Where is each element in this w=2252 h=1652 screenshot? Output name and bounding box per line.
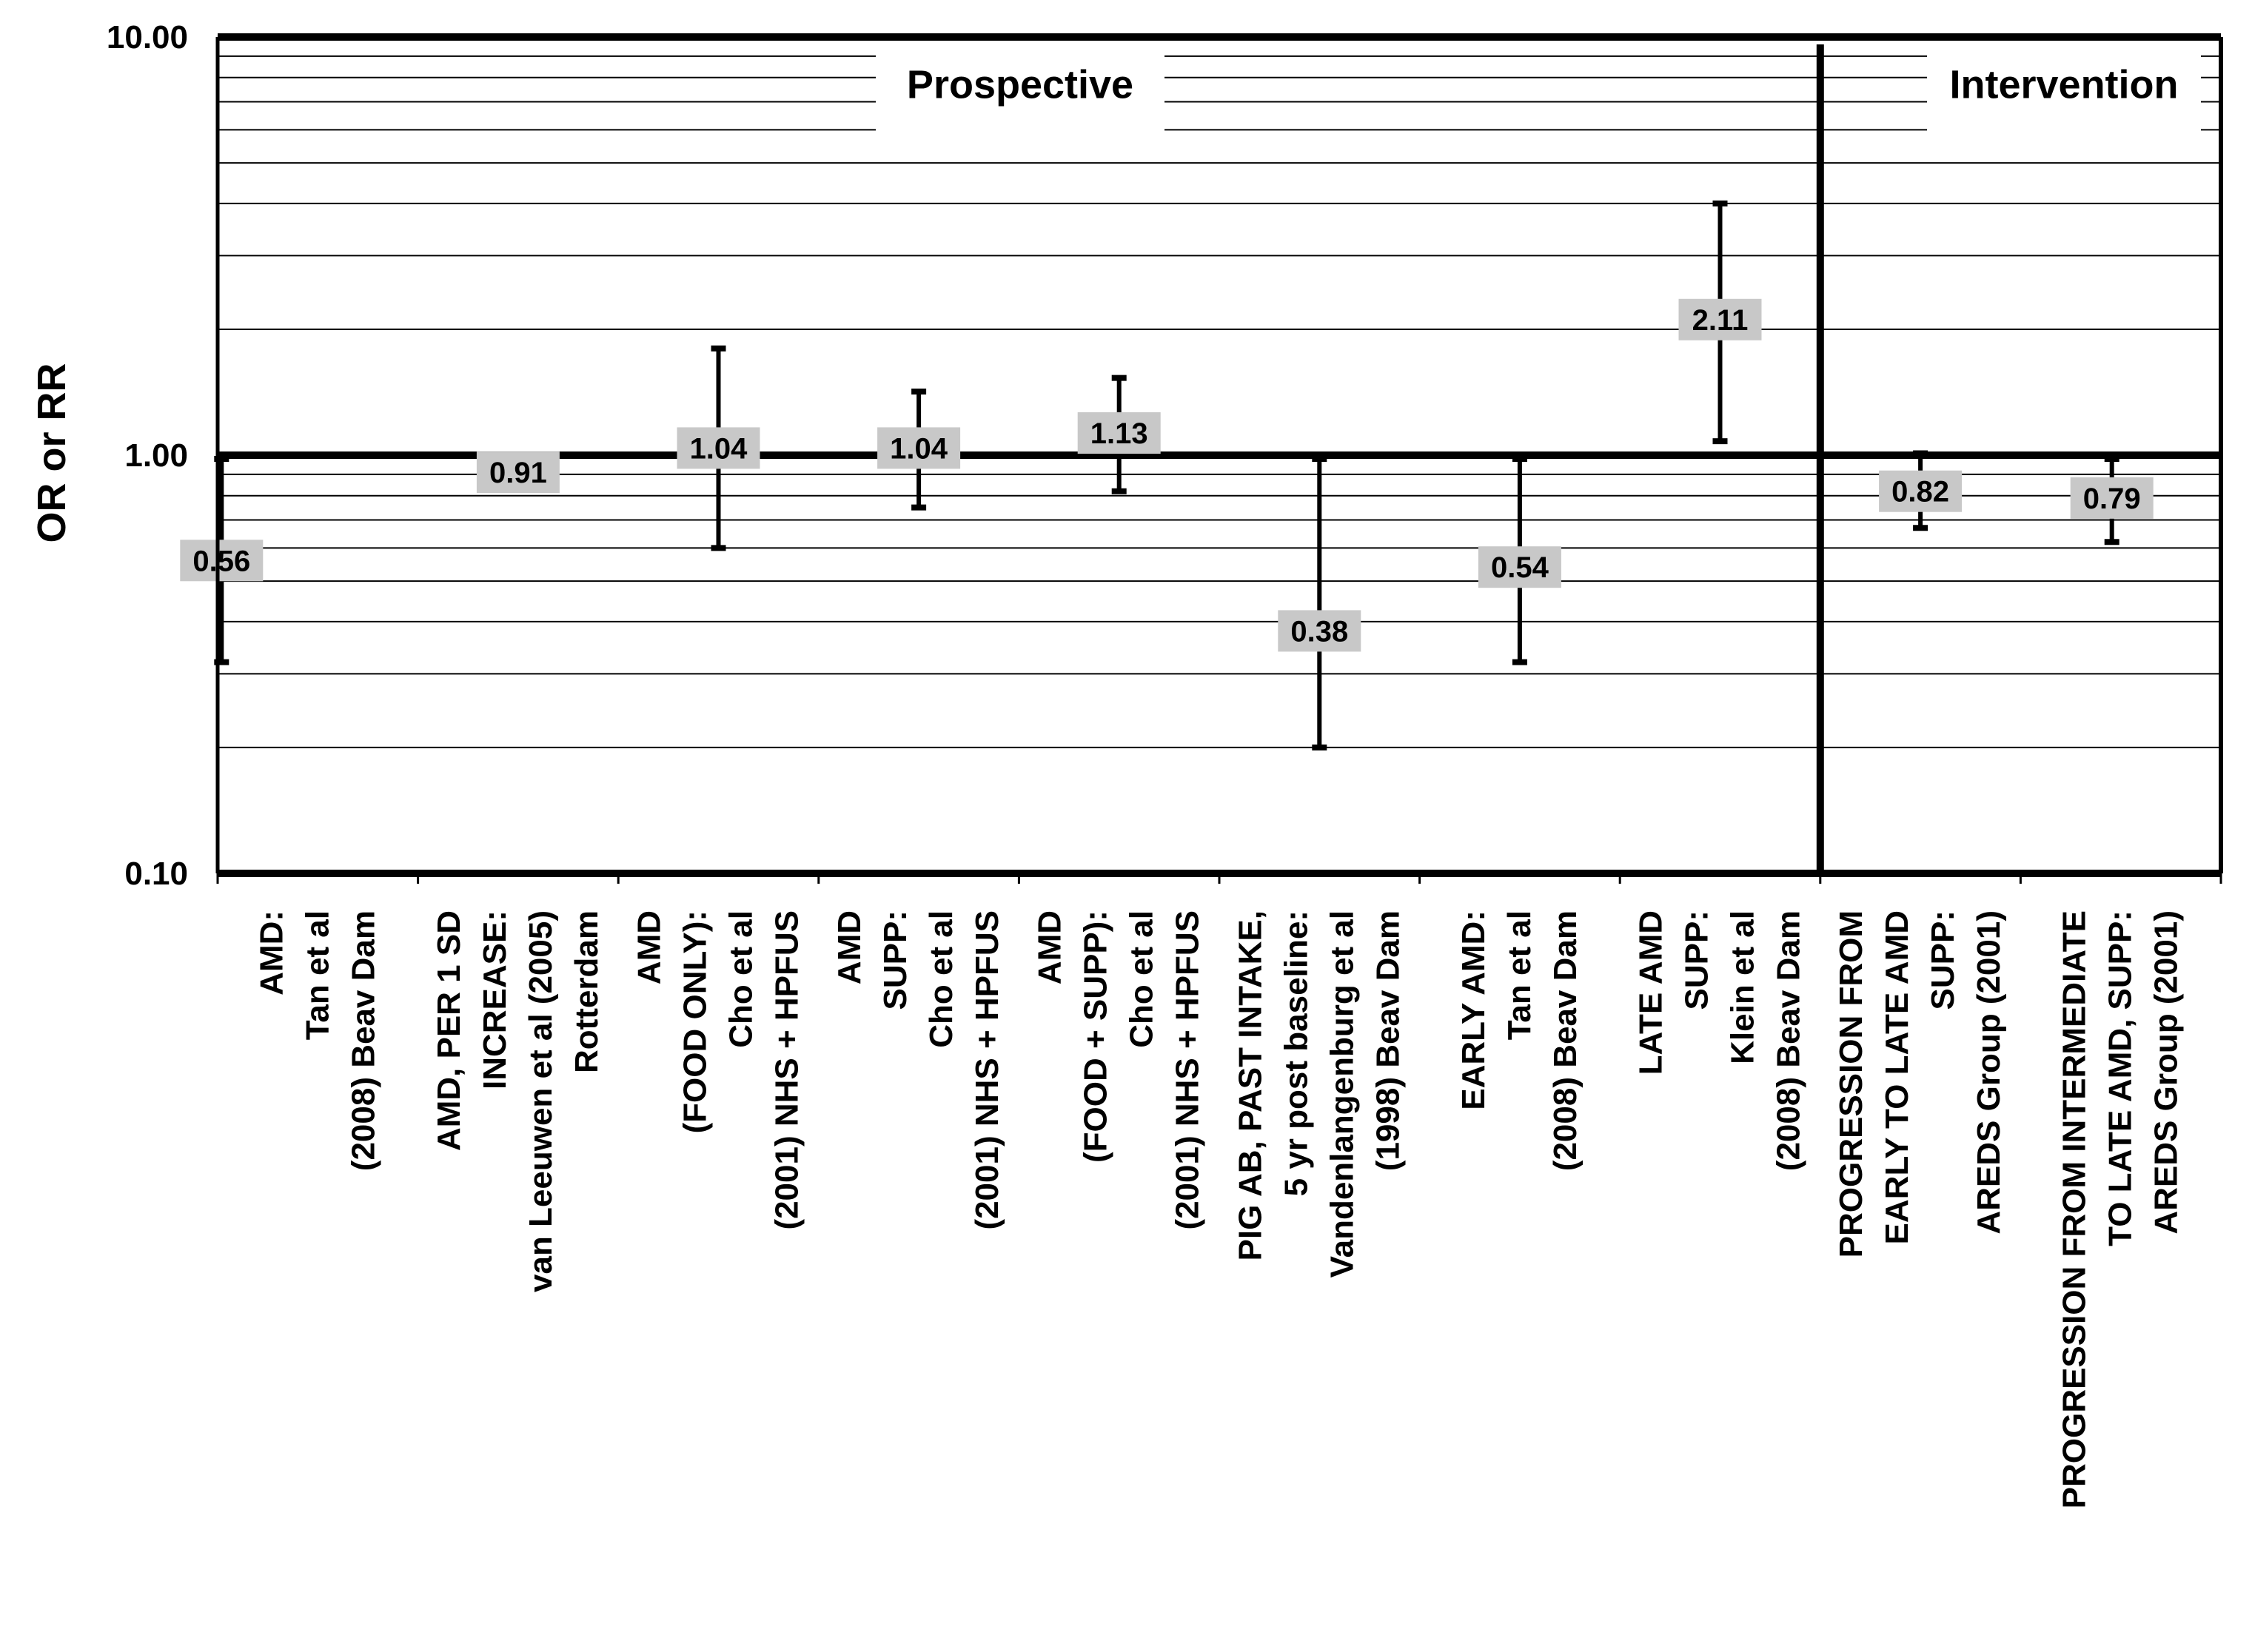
- category-label-line: (2001) NHS + HPFUS: [769, 910, 805, 1230]
- category-label-line: AMD: [831, 910, 868, 984]
- gridlines: [218, 55, 2221, 748]
- category-label-line: AMD:: [253, 910, 289, 995]
- data-point-box: [2070, 477, 2154, 519]
- data-label: 1.04: [690, 432, 748, 465]
- category-label-line: PIG AB, PAST INTAKE,: [1232, 910, 1268, 1260]
- data-point-box: [1278, 610, 1361, 652]
- category-label-line: PROGRESSION FROM: [1833, 910, 1869, 1258]
- data-point-box: [1879, 470, 1963, 512]
- data-point-box: [1077, 412, 1161, 454]
- data-point-box: [476, 451, 560, 494]
- category-label-line: 5 yr post baseline:: [1278, 910, 1314, 1196]
- data-label: 0.54: [1491, 551, 1549, 584]
- category-label-line: (2008) Beav Dam: [345, 910, 381, 1171]
- data-label: 1.13: [1090, 417, 1148, 450]
- data-label: 0.82: [1891, 476, 1949, 508]
- section-label-prospective: Prospective: [907, 63, 1133, 107]
- category-label-line: AMD, PER 1 SD: [431, 910, 467, 1151]
- category-label-line: Cho et al: [1124, 910, 1160, 1048]
- data-label: 1.04: [890, 432, 948, 465]
- category-label-line: Cho et al: [923, 910, 959, 1048]
- category-label-line: Vandenlangenburg et al: [1324, 910, 1360, 1277]
- data-point-box: [1678, 298, 1762, 340]
- category-label-line: PROGRESSION FROM INTERMEDIATE: [2057, 910, 2093, 1508]
- data-labels: 0.56 0.91 1.04 1.04 1.13 0.38 0.54 2.11 0.82 0.79: [180, 298, 2154, 652]
- section-label-intervention: Intervention: [1949, 63, 2178, 107]
- category-label-line: (2001) NHS + HPFUS: [969, 910, 1005, 1230]
- category-label-line: Rotterdam: [569, 910, 605, 1073]
- y-tick-labels: 0.10 1.00 10.00: [107, 19, 188, 892]
- data-label: 0.79: [2083, 483, 2141, 515]
- category-label-line: (2008) Beav Dam: [1771, 910, 1807, 1171]
- category-label-line: (FOOD + SUPP):: [1078, 910, 1114, 1163]
- category-label-line: AREDS Group (2001): [2148, 910, 2185, 1235]
- category-label-line: Klein et al: [1725, 910, 1761, 1064]
- category-label-line: (2001) NHS + HPFUS: [1170, 910, 1206, 1230]
- y-tick-label: 0.10: [124, 856, 188, 892]
- category-label-line: LATE AMD: [1633, 910, 1669, 1075]
- data-point-box: [877, 427, 961, 469]
- data-point-box: [180, 540, 264, 582]
- category-label-line: TO LATE AMD, SUPP:: [2102, 910, 2139, 1246]
- category-label-line: SUPP:: [1679, 910, 1715, 1010]
- category-label-line: SUPP:: [1925, 910, 1961, 1010]
- data-label: 2.11: [1692, 304, 1749, 337]
- category-label-line: EARLY TO LATE AMD: [1879, 910, 1915, 1244]
- category-label-line: SUPP:: [877, 910, 914, 1010]
- y-axis-title: OR or RR: [30, 363, 74, 543]
- y-tick-label: 10.00: [107, 19, 188, 56]
- axes: [215, 33, 2223, 884]
- category-label-line: Tan et al: [1501, 910, 1538, 1040]
- category-label-line: Cho et al: [723, 910, 760, 1048]
- data-label: 0.91: [489, 457, 547, 489]
- category-label-line: EARLY AMD:: [1455, 910, 1492, 1110]
- category-label-line: Tan et al: [299, 910, 335, 1040]
- y-tick-label: 1.00: [124, 437, 188, 474]
- category-label-line: (2008) Beav Dam: [1547, 910, 1584, 1171]
- category-label-line: AREDS Group (2001): [1971, 910, 2007, 1235]
- data-point-box: [677, 427, 760, 469]
- data-label: 0.56: [192, 545, 250, 577]
- category-label-line: (1998) Beav Dam: [1370, 910, 1406, 1171]
- section-labels: Prospective Intervention: [907, 63, 2179, 107]
- category-label-line: (FOOD ONLY):: [677, 910, 714, 1133]
- category-label-line: INCREASE:: [477, 910, 513, 1089]
- category-label-line: AMD: [631, 910, 668, 984]
- data-label: 0.38: [1290, 615, 1348, 648]
- category-label-line: AMD: [1032, 910, 1068, 984]
- data-point-box: [1478, 546, 1561, 588]
- category-label-line: van Leeuwen et al (2005): [523, 910, 559, 1292]
